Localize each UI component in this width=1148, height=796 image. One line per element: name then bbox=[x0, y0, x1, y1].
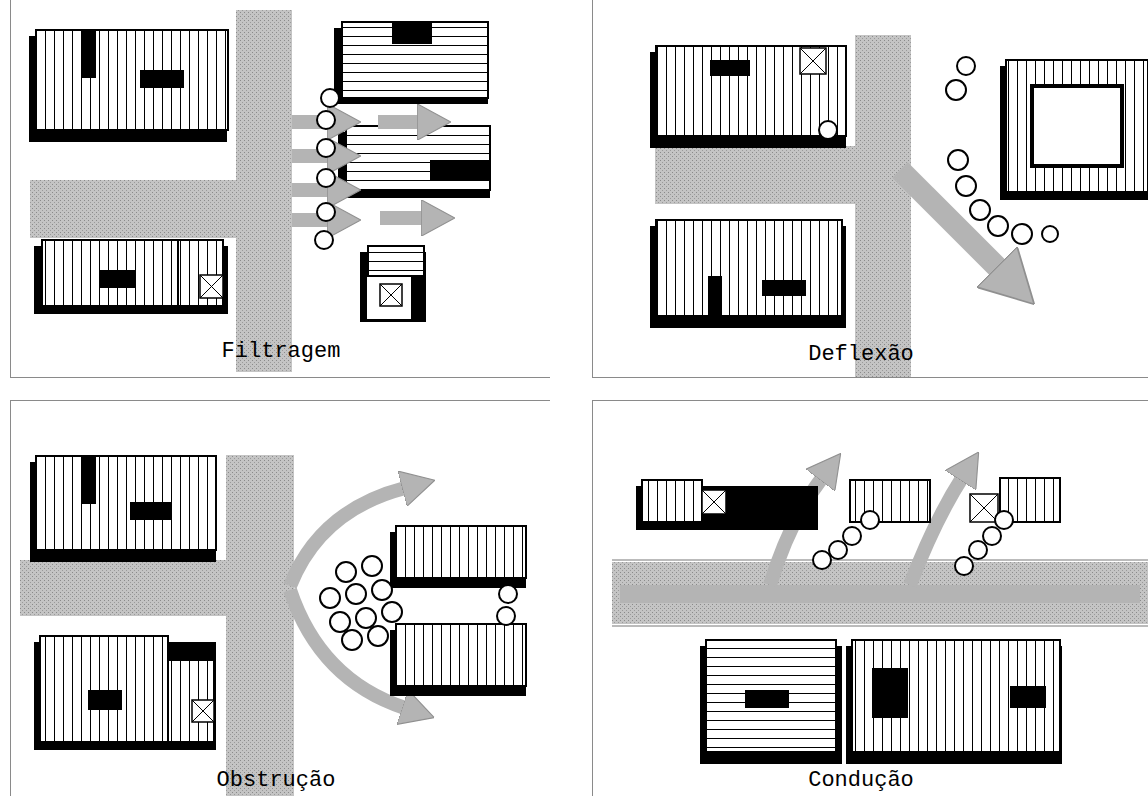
diagram-panel: Obstrução bbox=[10, 400, 550, 796]
panel-caption: Condução bbox=[808, 770, 914, 792]
panel-caption: Obstrução bbox=[217, 770, 336, 792]
diagram-panel: Condução bbox=[592, 400, 1148, 796]
panel-caption: Filtragem bbox=[222, 341, 341, 363]
diagram-panel: Filtragem bbox=[10, 0, 550, 378]
panel-caption: Deflexão bbox=[808, 344, 914, 366]
diagram-panel: Deflexão bbox=[592, 0, 1148, 378]
